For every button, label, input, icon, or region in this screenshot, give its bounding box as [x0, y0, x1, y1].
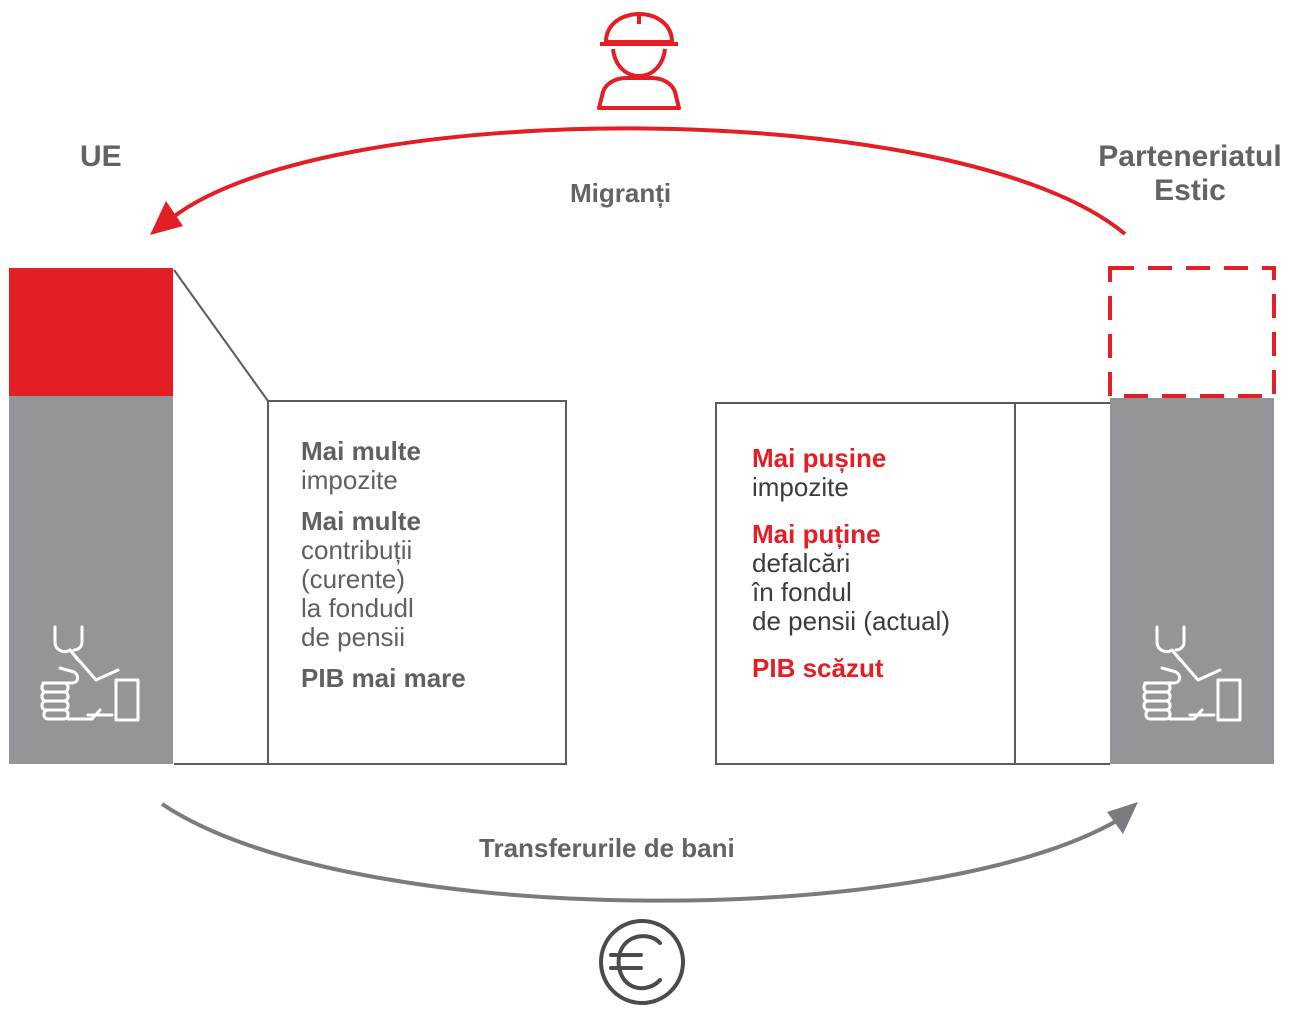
worker-hand-wrench-icon: [40, 625, 140, 722]
right-item1-text: impozite: [752, 472, 849, 502]
right-item2-line1: defalcări: [752, 548, 851, 578]
right-item3-title: PIB scăzut: [752, 653, 884, 683]
right-box-text: Mai pușine impozite Mai puține defalcări…: [752, 444, 1012, 695]
migrants-arrowhead: [150, 201, 183, 235]
region-label-eap-line1: Parteneriatul: [1098, 140, 1282, 173]
left-info-box: [267, 400, 567, 765]
construction-worker-icon: [597, 12, 681, 110]
left-item2-title: Mai multe: [301, 506, 421, 536]
left-item3-title: PIB mai mare: [301, 663, 466, 693]
left-item1-title: Mai multe: [301, 436, 421, 466]
right-item2-line2: în fondul: [752, 577, 852, 607]
worker-hand-wrench-icon: [1142, 625, 1242, 722]
remittances-arrow: [160, 802, 1120, 903]
left-item1-text: impozite: [301, 465, 398, 495]
right-item1-title: Mai pușine: [752, 443, 887, 473]
left-box-text: Mai multe impozite Mai multe contribuții…: [301, 437, 551, 705]
remittances-arrowhead: [1107, 802, 1138, 834]
left-item2-line4: de pensii: [301, 622, 406, 652]
ue-worker-bar: [9, 396, 173, 764]
euro-coin-icon: [599, 919, 685, 1005]
eap-worker-bar: [1110, 398, 1274, 764]
remittances-label: Transferurile de bani: [479, 833, 735, 863]
left-bracket-top: [173, 269, 269, 402]
region-label-eap: Parteneriatul Estic: [1080, 140, 1300, 208]
left-item2-line3: la fondudl: [301, 593, 414, 623]
right-info-box: [715, 402, 1016, 765]
eap-missing-bar: [1108, 266, 1276, 398]
migrants-label: Migranți: [570, 178, 672, 208]
left-item2-line1: contribuții: [301, 535, 413, 565]
region-label-eap-line2: Estic: [1154, 174, 1226, 207]
left-item2-line2: (curente): [301, 564, 406, 594]
region-label-ue: UE: [80, 140, 122, 173]
ue-migrant-bar: [9, 268, 173, 396]
right-item2-line3: de pensii (actual): [752, 606, 950, 636]
migrants-arrow: [170, 126, 1127, 236]
right-item2-title: Mai puține: [752, 519, 881, 549]
